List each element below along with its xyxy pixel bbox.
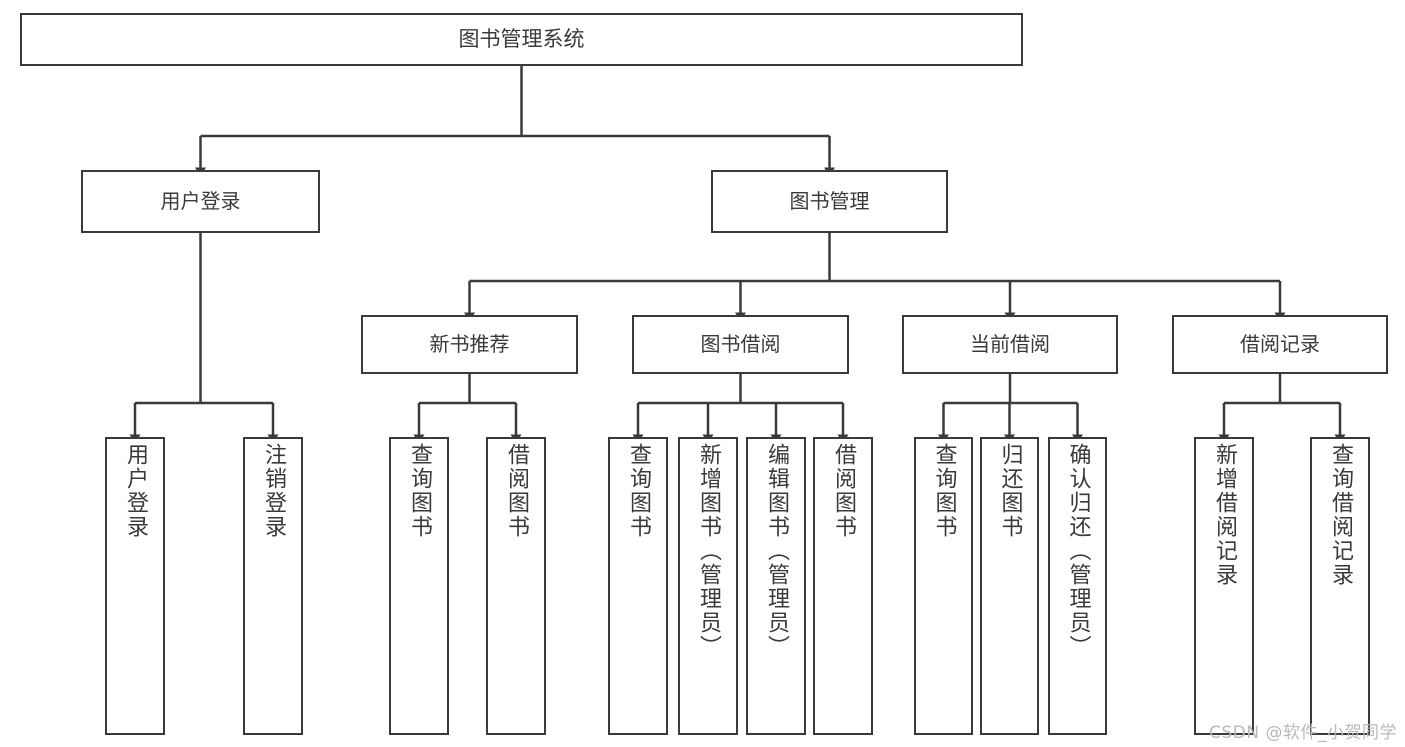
node-label: 查询借阅记录 bbox=[1328, 443, 1353, 587]
node-leaf3[interactable]: 查询图书 bbox=[389, 437, 449, 735]
node-leaf11[interactable]: 确认归还（管理员） bbox=[1048, 437, 1107, 735]
node-label: 注销登录 bbox=[261, 443, 286, 539]
node-label: 查询图书 bbox=[931, 443, 957, 539]
node-root[interactable]: 图书管理系统 bbox=[20, 13, 1023, 66]
node-leaf12[interactable]: 新增借阅记录 bbox=[1194, 437, 1254, 735]
node-newbook[interactable]: 新书推荐 bbox=[361, 315, 578, 374]
connector-layer bbox=[129, 66, 1346, 444]
node-label: 查询图书 bbox=[626, 443, 651, 539]
node-leaf4[interactable]: 借阅图书 bbox=[486, 437, 546, 735]
node-label: 借阅图书 bbox=[504, 443, 529, 539]
node-label: 查询图书 bbox=[407, 443, 432, 539]
node-bookmgmt[interactable]: 图书管理 bbox=[711, 170, 948, 233]
node-label: 新书推荐 bbox=[429, 331, 510, 356]
node-leaf13[interactable]: 查询借阅记录 bbox=[1310, 437, 1370, 735]
node-leaf10[interactable]: 归还图书 bbox=[980, 437, 1039, 735]
node-leaf6[interactable]: 新增图书（管理员） bbox=[678, 437, 738, 735]
node-leaf2[interactable]: 注销登录 bbox=[243, 437, 303, 735]
node-current[interactable]: 当前借阅 bbox=[902, 315, 1118, 374]
node-label: 确认归还（管理员） bbox=[1065, 443, 1091, 659]
node-login[interactable]: 用户登录 bbox=[81, 170, 320, 233]
node-borrow[interactable]: 图书借阅 bbox=[632, 315, 849, 374]
node-label: 用户登录 bbox=[160, 188, 241, 213]
node-label: 编辑图书（管理员） bbox=[764, 443, 789, 659]
node-label: 新增图书（管理员） bbox=[696, 443, 721, 659]
node-label: 借阅图书 bbox=[831, 443, 856, 539]
node-label: 当前借阅 bbox=[970, 331, 1050, 356]
node-leaf1[interactable]: 用户登录 bbox=[105, 437, 165, 735]
node-leaf5[interactable]: 查询图书 bbox=[608, 437, 668, 735]
node-label: 图书借阅 bbox=[700, 331, 781, 356]
node-label: 借阅记录 bbox=[1240, 331, 1320, 356]
node-label: 归还图书 bbox=[997, 443, 1023, 539]
node-leaf9[interactable]: 查询图书 bbox=[914, 437, 973, 735]
node-label: 用户登录 bbox=[123, 443, 148, 539]
node-label: 图书管理 bbox=[789, 188, 870, 213]
node-label: 新增借阅记录 bbox=[1212, 443, 1237, 587]
node-records[interactable]: 借阅记录 bbox=[1172, 315, 1388, 374]
node-leaf7[interactable]: 编辑图书（管理员） bbox=[746, 437, 806, 735]
node-label: 图书管理系统 bbox=[458, 27, 585, 52]
node-leaf8[interactable]: 借阅图书 bbox=[813, 437, 873, 735]
